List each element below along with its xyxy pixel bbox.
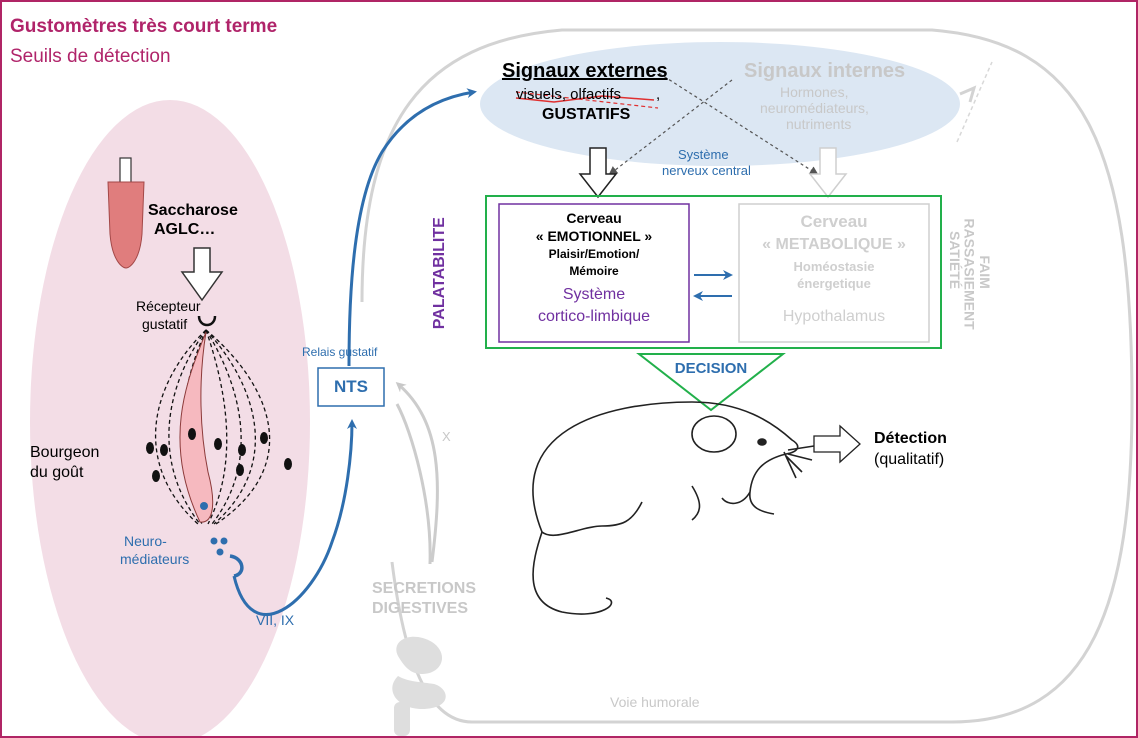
external-down-arrow — [578, 147, 618, 199]
palatability-label: PALATABILITE — [430, 217, 448, 330]
emo-brain-line-3: Plaisir/Emotion/ — [548, 247, 640, 261]
mouse-drawing — [532, 401, 815, 615]
neuromediators — [210, 537, 228, 556]
loop-tick — [956, 61, 993, 143]
strike-dashed — [515, 91, 659, 109]
neuro-label-1: Neuro- — [124, 533, 167, 549]
met-brain-line-1: Cerveau — [800, 212, 868, 231]
pink-panel — [30, 100, 310, 736]
met-brain-line-2: « METABOLIQUE » — [762, 236, 906, 253]
side-line-2: RASSASIEMENT — [961, 218, 978, 330]
emo-brain-line-2: « EMOTIONNEL » — [535, 228, 653, 244]
page-title: Gustomètres très court terme — [10, 16, 278, 37]
vagal-loop — [395, 382, 439, 563]
nts-to-cortex-path — [347, 88, 477, 367]
internal-signals-title: Signaux internes — [744, 60, 906, 82]
stomach-drawing — [392, 636, 446, 736]
stimulus-label-2: AGLC… — [154, 221, 216, 238]
emo-brain-line-1: Cerveau — [566, 210, 622, 226]
external-crossed-text: visuels, olfactifs — [516, 86, 622, 103]
bud-label-1: Bourgeon — [30, 444, 100, 461]
side-line-3: SATIÉTÉ — [947, 231, 964, 290]
cranial-nerve-path — [232, 419, 357, 616]
metabolic-brain-box — [738, 203, 930, 343]
vagus-label: X — [442, 429, 451, 444]
dotted-arrow-2 — [653, 69, 819, 176]
bud-label-2: du goût — [30, 464, 84, 481]
cns-label-1: Système — [678, 147, 729, 162]
detection-label: Détection — [874, 430, 947, 447]
internal-line-2: neuromédiateurs, — [760, 100, 869, 116]
receptor-label-2: gustatif — [142, 316, 188, 332]
qualitative-label: (qualitatif) — [874, 451, 945, 468]
brain-container — [485, 195, 942, 349]
page-subtitle: Seuils de détection — [10, 46, 171, 67]
digestive-label-1: SECRETIONS — [372, 580, 477, 597]
receptor-cup — [197, 315, 217, 327]
detection-arrow — [813, 424, 861, 464]
pipette — [119, 157, 132, 185]
internal-line-3: nutriments — [786, 116, 852, 132]
nts-box — [317, 367, 385, 407]
emotional-brain-box — [498, 203, 690, 343]
nerve-ending — [229, 554, 244, 578]
external-comma: , — [656, 86, 661, 103]
internal-line-1: Hormones, — [780, 84, 849, 100]
emo-brain-line-4: Mémoire — [569, 264, 619, 278]
vagal-down — [395, 403, 432, 565]
strike-line — [515, 95, 655, 103]
cranial-nerve-label: VII, IX — [256, 612, 295, 628]
vesicle — [200, 502, 208, 510]
met-brain-line-3: Homéostasie — [793, 259, 875, 274]
stimulus-label-1: Saccharose — [148, 202, 238, 219]
nts-label: NTS — [334, 377, 368, 396]
relay-label: Relais gustatif — [302, 345, 378, 359]
met-brain-line-4: énergetique — [797, 276, 871, 291]
tongue — [107, 181, 145, 269]
emo-brain-line-5: Système — [562, 286, 626, 303]
side-line-1: FAIM — [976, 255, 993, 289]
decision-label: DECISION — [674, 360, 748, 377]
dotted-arrow-1 — [608, 79, 733, 176]
nuclei — [146, 428, 292, 482]
stimulus-arrow — [180, 247, 224, 302]
loop-arrow-head — [959, 85, 977, 103]
external-signals-title: Signaux externes — [502, 60, 668, 82]
met-brain-line-5: Hypothalamus — [782, 308, 886, 325]
cns-label-2: nerveux central — [662, 163, 751, 178]
humoral-loop — [360, 28, 1134, 724]
external-gustatory: GUSTATIFS — [542, 106, 631, 123]
receptor-label-1: Récepteur — [136, 298, 201, 314]
signals-ellipse — [480, 42, 960, 166]
taste-receptor-cell — [179, 331, 214, 523]
humoral-label: Voie humorale — [610, 694, 700, 710]
emo-brain-line-6: cortico-limbique — [537, 308, 651, 325]
internal-down-arrow — [808, 147, 848, 199]
decision-triangle — [636, 353, 786, 412]
digestive-label-2: DIGESTIVES — [372, 600, 469, 617]
neuro-label-2: médiateurs — [120, 551, 190, 567]
